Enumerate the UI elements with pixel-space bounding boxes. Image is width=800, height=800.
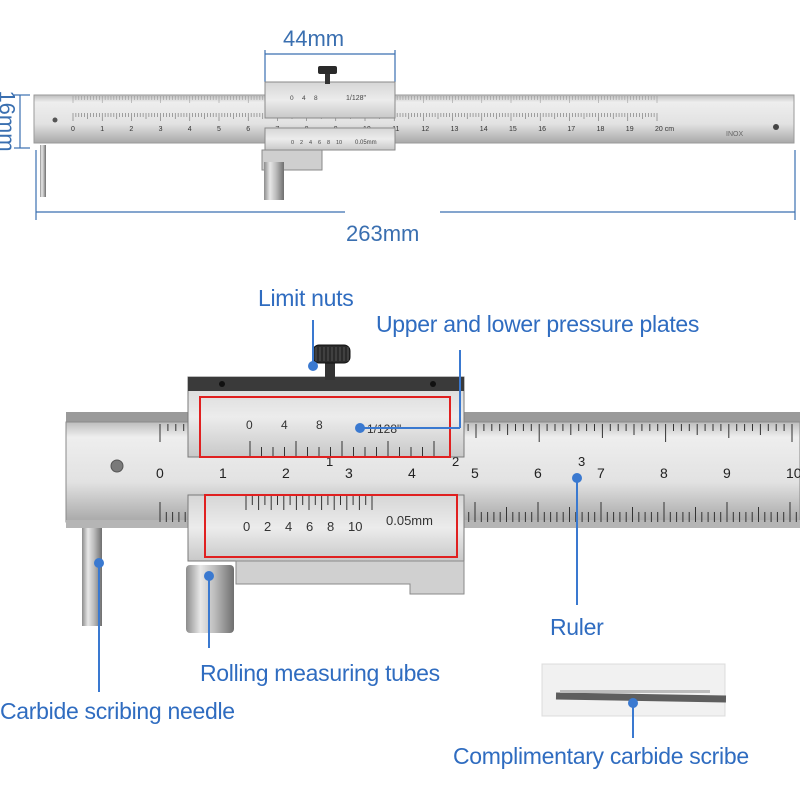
upper-plate-number: 8 xyxy=(316,418,323,432)
overview-scale-number: 15 xyxy=(509,126,517,133)
carbide-scribe-dot xyxy=(628,698,638,708)
scribing-needle-label: Carbide scribing needle xyxy=(0,698,235,724)
carbide-scribe-label: Complimentary carbide scribe xyxy=(453,743,749,769)
overview-scale-number: 14 xyxy=(480,126,488,133)
detail-inch-number: 3 xyxy=(578,454,585,469)
callout-connectors xyxy=(94,320,638,738)
overview-nut xyxy=(318,66,337,74)
rolling-tubes-dot xyxy=(204,571,214,581)
overview-scale-number: 19 xyxy=(626,126,634,133)
detail-scale-number: 4 xyxy=(408,465,416,481)
overview-slider-bottom-number: 6 xyxy=(318,140,321,146)
scribe-rod-highlight xyxy=(560,690,710,693)
upper-plate-screw-right xyxy=(430,381,436,387)
overview-scale-number: 5 xyxy=(217,126,221,133)
overview-scale-number: 1 xyxy=(100,126,104,133)
overview-slider-bottom-number: 8 xyxy=(327,140,330,146)
pressure-plates-label: Upper and lower pressure plates xyxy=(376,311,700,337)
overview-needle xyxy=(40,145,46,197)
overview-brand: INOX xyxy=(726,131,743,138)
overview-slider-bottom-number: 4 xyxy=(309,140,312,146)
detail-scale-number: 2 xyxy=(282,465,290,481)
overview-nut-stem xyxy=(325,72,330,84)
lower-plate-foot xyxy=(235,560,465,595)
lower-plate-number: 2 xyxy=(264,519,271,534)
overview-scale-number: 4 xyxy=(188,126,192,133)
detail-inch-number: 2 xyxy=(452,454,459,469)
length-dimension-label: 263mm xyxy=(346,221,420,246)
overview-slider-bottom-number: 0 xyxy=(291,140,294,146)
overview-slider-bottom-number: 10 xyxy=(336,140,342,146)
lower-plate-number: 0 xyxy=(243,519,250,534)
detail-rivet xyxy=(110,459,124,473)
overview-slider-top-number: 0 xyxy=(290,95,294,102)
overview-slider-top-number: 4 xyxy=(302,95,306,102)
upper-plate-number: 4 xyxy=(281,418,288,432)
limit-nuts-label: Limit nuts xyxy=(258,285,354,311)
detail-scale-number: 5 xyxy=(471,465,479,481)
limit-nut-stem xyxy=(325,360,335,380)
lower-plate-unit: 0.05mm xyxy=(386,513,433,528)
overview-scale-number: 3 xyxy=(159,126,163,133)
overview-slider-fraction: 1/128" xyxy=(346,95,367,102)
overview-slider-top-number: 8 xyxy=(314,95,318,102)
overview-scale-number: 20 cm xyxy=(655,126,674,133)
overview-slider-upper xyxy=(264,81,396,119)
detail-scale-number: 7 xyxy=(597,465,605,481)
lower-plate-number: 4 xyxy=(285,519,292,534)
needle-dot xyxy=(94,558,104,568)
detail-scale-number: 8 xyxy=(660,465,668,481)
ruler-label: Ruler xyxy=(550,614,604,640)
overview-scale-number: 2 xyxy=(129,126,133,133)
limit-nuts-dot xyxy=(308,361,318,371)
detail-scale-number: 3 xyxy=(345,465,353,481)
detail-needle xyxy=(82,520,102,626)
height-dimension-label: 16mm xyxy=(0,90,20,152)
overview-hole xyxy=(773,124,779,130)
detail-scale-number: 9 xyxy=(723,465,731,481)
upper-plate-screw-left xyxy=(219,381,225,387)
overview-scale-number: 17 xyxy=(567,126,575,133)
upper-plate-top-bar xyxy=(188,377,464,391)
rolling-tubes-label: Rolling measuring tubes xyxy=(200,660,440,686)
overview-caliper: 01234567891011121314151617181920 cm INOX… xyxy=(14,50,796,220)
ruler-dot xyxy=(572,473,582,483)
overview-rivet xyxy=(52,117,58,123)
detail-scale-number: 0 xyxy=(156,465,164,481)
overview-scale-number: 16 xyxy=(538,126,546,133)
lower-plate-number: 10 xyxy=(348,519,362,534)
lower-plate-number: 6 xyxy=(306,519,313,534)
overview-slider-bottom-number: 2 xyxy=(300,140,303,146)
lower-plate-highlight xyxy=(204,494,458,558)
overview-slider-unit: 0.05mm xyxy=(355,140,377,146)
overview-scale-number: 12 xyxy=(421,126,429,133)
overview-scale-number: 18 xyxy=(597,126,605,133)
overview-scale-number: 13 xyxy=(451,126,459,133)
detail-inch-number: 1 xyxy=(326,454,333,469)
upper-plate-scale: 0 4 8 xyxy=(246,418,435,457)
detail-scale-number: 1 xyxy=(219,465,227,481)
lower-plate-number: 8 xyxy=(327,519,334,534)
scribe-rod xyxy=(555,692,727,703)
lower-pressure-plate xyxy=(187,494,465,562)
overview-slider-lower xyxy=(264,127,396,151)
limit-nut-knurl xyxy=(315,347,349,361)
upper-plate-number: 0 xyxy=(246,418,253,432)
overview-ruler xyxy=(33,94,795,144)
width-dimension-label: 44mm xyxy=(283,26,345,51)
carbide-scribe-image xyxy=(541,663,727,717)
detail-scale-number: 6 xyxy=(534,465,542,481)
overview-tube xyxy=(264,162,284,200)
overview-scale-number: 6 xyxy=(246,126,250,133)
overview-scale-number: 0 xyxy=(71,126,75,133)
overview-scale-number: 11 xyxy=(392,126,399,133)
pressure-plates-dot xyxy=(355,423,365,433)
detail-scale-number: 10 xyxy=(786,465,800,481)
